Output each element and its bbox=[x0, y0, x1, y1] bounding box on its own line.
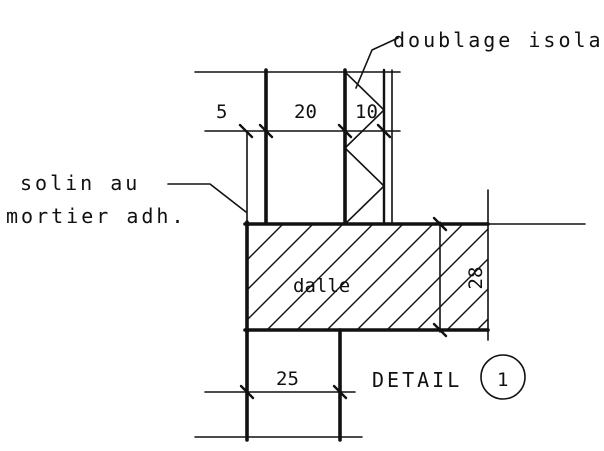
leaders bbox=[167, 37, 526, 400]
detail-number-circle bbox=[480, 354, 526, 400]
flashing-label-line1: solin au bbox=[20, 171, 140, 195]
lining-leader bbox=[355, 37, 399, 89]
tick bbox=[239, 384, 255, 400]
insulation-zigzag bbox=[345, 72, 384, 224]
reference-lines bbox=[194, 71, 586, 438]
tick bbox=[432, 322, 448, 338]
tick bbox=[238, 123, 254, 139]
lining-label: doublage isolant bbox=[393, 28, 604, 52]
tick bbox=[432, 216, 448, 232]
dim-gap: 5 bbox=[216, 101, 227, 123]
lower-wall bbox=[245, 328, 342, 442]
slab bbox=[243, 220, 490, 334]
upper-wall bbox=[246, 68, 393, 225]
tick bbox=[258, 123, 274, 139]
detail-label: DETAIL bbox=[372, 368, 462, 392]
dimension-ticks bbox=[238, 123, 448, 400]
tick bbox=[337, 123, 353, 139]
slab-hatching bbox=[247, 224, 488, 330]
insulation-hatch bbox=[345, 72, 384, 224]
tick bbox=[332, 384, 348, 400]
tick bbox=[376, 123, 392, 139]
detail-number: 1 bbox=[497, 369, 508, 391]
slab-label: dalle bbox=[293, 275, 350, 297]
dim-wall: 20 bbox=[294, 101, 317, 123]
dim-lower-wall: 25 bbox=[276, 368, 299, 390]
flashing-label-line2: mortier adh. bbox=[6, 204, 187, 228]
dim-insulation: 10 bbox=[355, 101, 378, 123]
flashing-leader bbox=[167, 183, 247, 213]
dim-slab-thickness: 28 bbox=[465, 267, 487, 290]
